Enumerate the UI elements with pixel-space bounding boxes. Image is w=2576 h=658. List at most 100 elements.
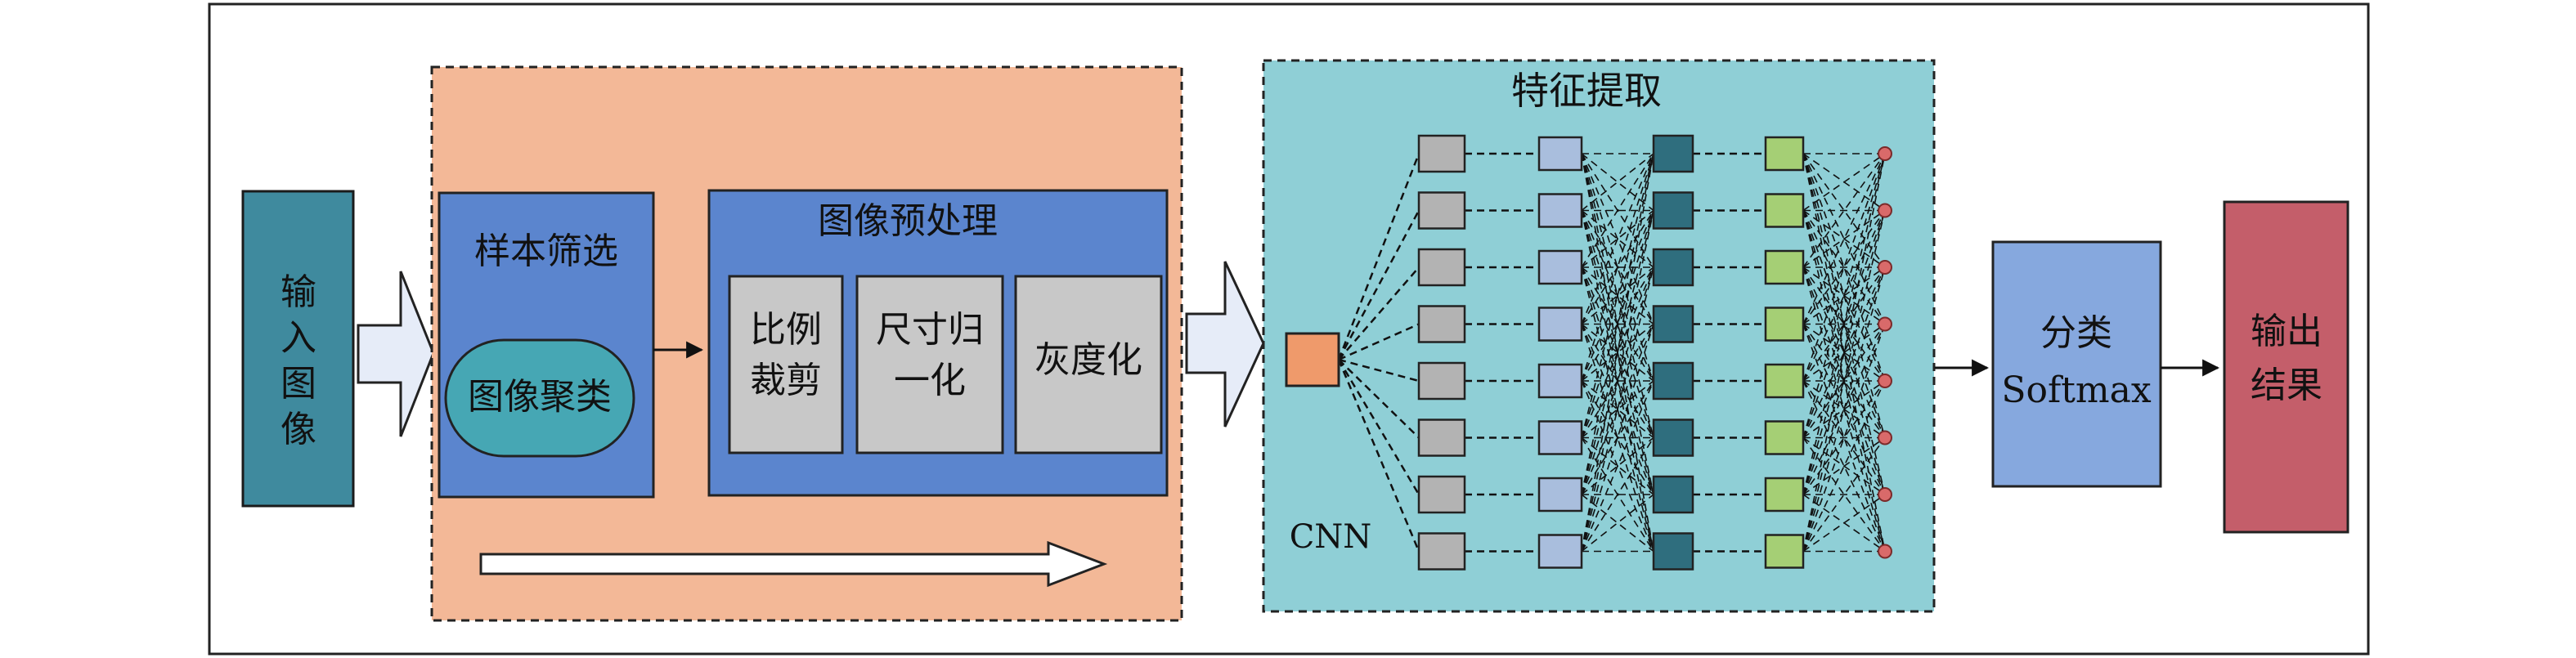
cnn-link-c3c4-5-1 [1802, 210, 1886, 438]
cnn-link-c3c4-4-2 [1802, 266, 1886, 382]
cnn-link-c3c4-1-0 [1802, 153, 1886, 212]
cnn-link-c1c2-6-4 [1581, 380, 1654, 495]
cnn-link-c3c4-7-4 [1802, 380, 1886, 552]
cnn-node-col0-1 [1417, 191, 1466, 230]
cnn-output-node-5 [1878, 430, 1892, 445]
cnn-link-c3c4-4-1 [1802, 210, 1886, 382]
cnn-link-input-1 [1337, 209, 1420, 360]
cnn-link-c1c2-6-7 [1581, 494, 1654, 553]
cnn-link-c3c4-2-1 [1802, 209, 1886, 268]
cnn-link-c3c4-2-0 [1802, 153, 1886, 268]
cnn-link-c1c2-4-5 [1581, 380, 1654, 439]
cnn-node-col1-6 [1537, 477, 1583, 513]
cnn-link-c1c2-3-1 [1581, 210, 1654, 325]
cnn-link-c1c2-3-2 [1581, 266, 1654, 325]
input-label-line-3: 图 [280, 363, 316, 405]
cnn-node-col1-0 [1537, 136, 1583, 172]
cnn-link-c3c4-3-7 [1802, 324, 1886, 552]
cnn-link-c3c4-3-0 [1802, 153, 1886, 325]
cnn-node-col1-7 [1537, 534, 1583, 569]
cnn-link-c1c2-4-0 [1581, 153, 1654, 382]
cnn-node-col2-6 [1652, 475, 1694, 514]
cnn-link-c3c4-7-3 [1802, 324, 1886, 552]
feature-region-title: 特征提取 [1511, 69, 1662, 113]
image-preprocess-title: 图像预处理 [818, 200, 998, 242]
cnn-node-col3-7 [1764, 534, 1805, 569]
cnn-link-c3c4-4-6 [1802, 380, 1886, 495]
cnn-link-c3c4-6-0 [1802, 153, 1886, 495]
classifier-block [1991, 240, 2162, 488]
cnn-link-input-0 [1337, 153, 1420, 360]
cnn-link-c1c2-2-3 [1581, 266, 1654, 325]
cnn-node-col3-0 [1764, 136, 1805, 172]
step-ratio-crop-line-1: 比例 [750, 309, 822, 351]
cnn-link-c1c2-7-5 [1581, 437, 1654, 552]
cnn-link-c3c4-7-1 [1802, 210, 1886, 552]
cnn-link-c1c2-4-1 [1581, 210, 1654, 382]
image-cluster-node [444, 338, 635, 458]
sample-filter-title: 样本筛选 [474, 231, 618, 272]
cnn-link-c1c2-5-4 [1581, 380, 1654, 439]
cnn-link-c1c2-3-4 [1581, 323, 1654, 382]
cnn-node-col0-7 [1417, 532, 1466, 571]
cnn-link-c3c4-4-0 [1802, 153, 1886, 382]
cnn-link-c1c2-6-0 [1581, 153, 1654, 495]
cnn-link-input-2 [1338, 266, 1420, 360]
cnn-input-node [1285, 332, 1340, 387]
cnn-node-col0-3 [1417, 305, 1466, 343]
cnn-node-col3-6 [1764, 477, 1805, 513]
cnn-link-input-5 [1338, 359, 1420, 439]
cnn-link-c3c4-7-5 [1802, 437, 1886, 552]
classifier-label-line-1: 分类 [2040, 312, 2112, 354]
cnn-link-c1c2-5-1 [1581, 210, 1654, 438]
output-label-line-2: 结果 [2251, 365, 2322, 406]
cnn-link-c3c4-1-4 [1802, 210, 1886, 382]
cnn-link-c3c4-6-3 [1802, 324, 1886, 495]
feature-region [1262, 59, 1936, 613]
cnn-link-c3c4-7-2 [1802, 266, 1886, 552]
cnn-node-col2-1 [1652, 191, 1694, 230]
cnn-link-c1c2-5-6 [1581, 436, 1654, 495]
cnn-link-c1c2-7-6 [1581, 494, 1654, 553]
cnn-node-col1-5 [1537, 420, 1583, 455]
step-ratio-crop-line-2: 裁剪 [750, 360, 822, 401]
cnn-label: CNN [1290, 518, 1372, 556]
cnn-link-c3c4-5-2 [1802, 266, 1886, 438]
cnn-output-node-2 [1878, 260, 1892, 275]
cnn-link-c3c4-6-4 [1802, 380, 1886, 495]
step-size-normalize-line-1: 尺寸归 [876, 309, 984, 351]
cnn-link-c1c2-3-7 [1581, 324, 1654, 552]
cnn-link-c1c2-4-3 [1581, 323, 1654, 382]
cnn-output-node-7 [1878, 544, 1892, 559]
cnn-node-col0-6 [1417, 475, 1466, 514]
cnn-output-node-4 [1878, 374, 1892, 388]
cnn-output-node-1 [1878, 203, 1892, 218]
cnn-node-col3-1 [1764, 193, 1805, 228]
classifier-label-line-2: Softmax [2001, 369, 2152, 411]
cnn-node-col0-4 [1417, 361, 1466, 401]
cnn-node-col3-2 [1764, 249, 1805, 285]
image-cluster-label: 图像聚类 [468, 376, 612, 418]
cnn-node-col1-3 [1537, 307, 1583, 342]
step-grayscale-line-1: 灰度化 [1034, 339, 1142, 381]
step-size-normalize-line-2: 一化 [894, 360, 966, 401]
cnn-link-c1c2-6-3 [1581, 324, 1654, 495]
cnn-link-c1c2-1-2 [1581, 209, 1654, 268]
preprocess-flow-arrow [479, 540, 1108, 588]
cnn-node-col0-0 [1417, 134, 1466, 173]
cnn-link-c1c2-7-4 [1581, 380, 1654, 552]
input-label-line-1: 输 [280, 271, 316, 313]
cnn-output-node-0 [1878, 146, 1892, 161]
flow-arrow-input [357, 271, 435, 437]
cnn-output-node-3 [1878, 316, 1892, 332]
cnn-link-c3c4-7-6 [1802, 494, 1886, 553]
cnn-link-c3c4-0-3 [1802, 153, 1886, 325]
cnn-node-col3-3 [1764, 307, 1805, 342]
input-label-line-2: 入 [280, 317, 316, 359]
cnn-link-c1c2-7-0 [1581, 153, 1654, 552]
cnn-link-c3c4-5-0 [1802, 153, 1886, 438]
cnn-node-col0-5 [1417, 419, 1466, 457]
cnn-link-input-7 [1337, 359, 1420, 552]
cnn-node-col2-2 [1652, 248, 1694, 287]
